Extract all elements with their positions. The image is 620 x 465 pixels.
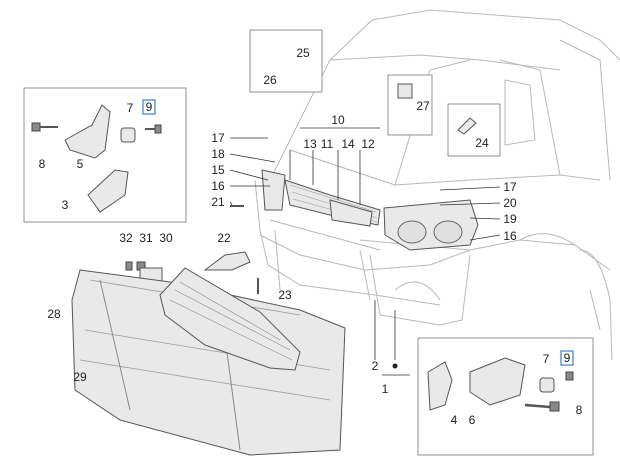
callout-15: 15 [211,163,225,177]
bracket-4 [427,361,453,411]
leader-lines [229,127,501,376]
detail-box-24 [447,103,501,157]
spacer-7-left [120,127,136,143]
callout-31: 31 [139,231,153,245]
detail-box-25-26 [249,29,323,93]
callout-27: 27 [416,99,430,113]
callout-6: 6 [469,413,476,427]
callout-17-right: 17 [503,180,517,194]
callout-9-left: 9 [146,100,153,114]
screw-9-left [145,124,162,134]
headlamp-left [261,169,286,211]
callout-25: 25 [296,46,310,60]
callout-3: 3 [62,198,69,212]
callout-30: 30 [159,231,173,245]
callout-20: 20 [503,196,517,210]
callout-28: 28 [47,307,61,321]
callouts: 8 5 7 9 3 26 25 27 24 10 13 11 14 12 17 … [39,46,583,427]
spacer-7-right [539,377,555,393]
callout-23: 23 [278,288,292,302]
callout-7-right: 7 [543,352,550,366]
callout-10: 10 [331,113,345,127]
callout-16-left: 16 [211,179,225,193]
bracket-6 [469,357,526,406]
callout-9-left-box [142,99,156,115]
callout-9-right-box [560,350,574,366]
upper-grille [284,179,381,227]
bracket-3 [87,169,129,213]
bracket-5 [64,104,111,159]
callout-13: 13 [303,137,317,151]
lower-grille-mesh [159,267,301,371]
screw-8-left [31,122,58,132]
callout-17-left: 17 [211,131,225,145]
callout-2: 2 [372,359,379,373]
plug-24 [457,117,477,135]
callout-9-right: 9 [564,351,571,365]
callout-22: 22 [217,231,231,245]
screw-8-right [524,401,560,412]
bracket-22 [203,251,251,271]
clip-27 [397,83,413,99]
front-bumper [71,269,346,456]
callout-32: 32 [119,231,133,245]
callout-8-right: 8 [576,403,583,417]
callout-12: 12 [361,137,375,151]
callout-21: 21 [211,195,225,209]
callout-1: 1 [382,382,389,396]
callout-29: 29 [73,370,87,384]
callout-4: 4 [451,413,458,427]
callout-19: 19 [503,212,517,226]
callout-18: 18 [211,147,225,161]
callout-26: 26 [263,73,277,87]
callout-14: 14 [341,137,355,151]
vehicle-bull-bar [259,229,471,301]
callout-8-left: 8 [39,157,46,171]
callout-16-right: 16 [503,229,517,243]
callout-5: 5 [77,157,84,171]
callout-dot [392,363,398,369]
headlamp-right [383,199,479,251]
screw-9-right [565,371,574,381]
callout-11: 11 [321,137,334,151]
callout-7-left: 7 [127,101,134,115]
callout-24: 24 [475,136,489,150]
